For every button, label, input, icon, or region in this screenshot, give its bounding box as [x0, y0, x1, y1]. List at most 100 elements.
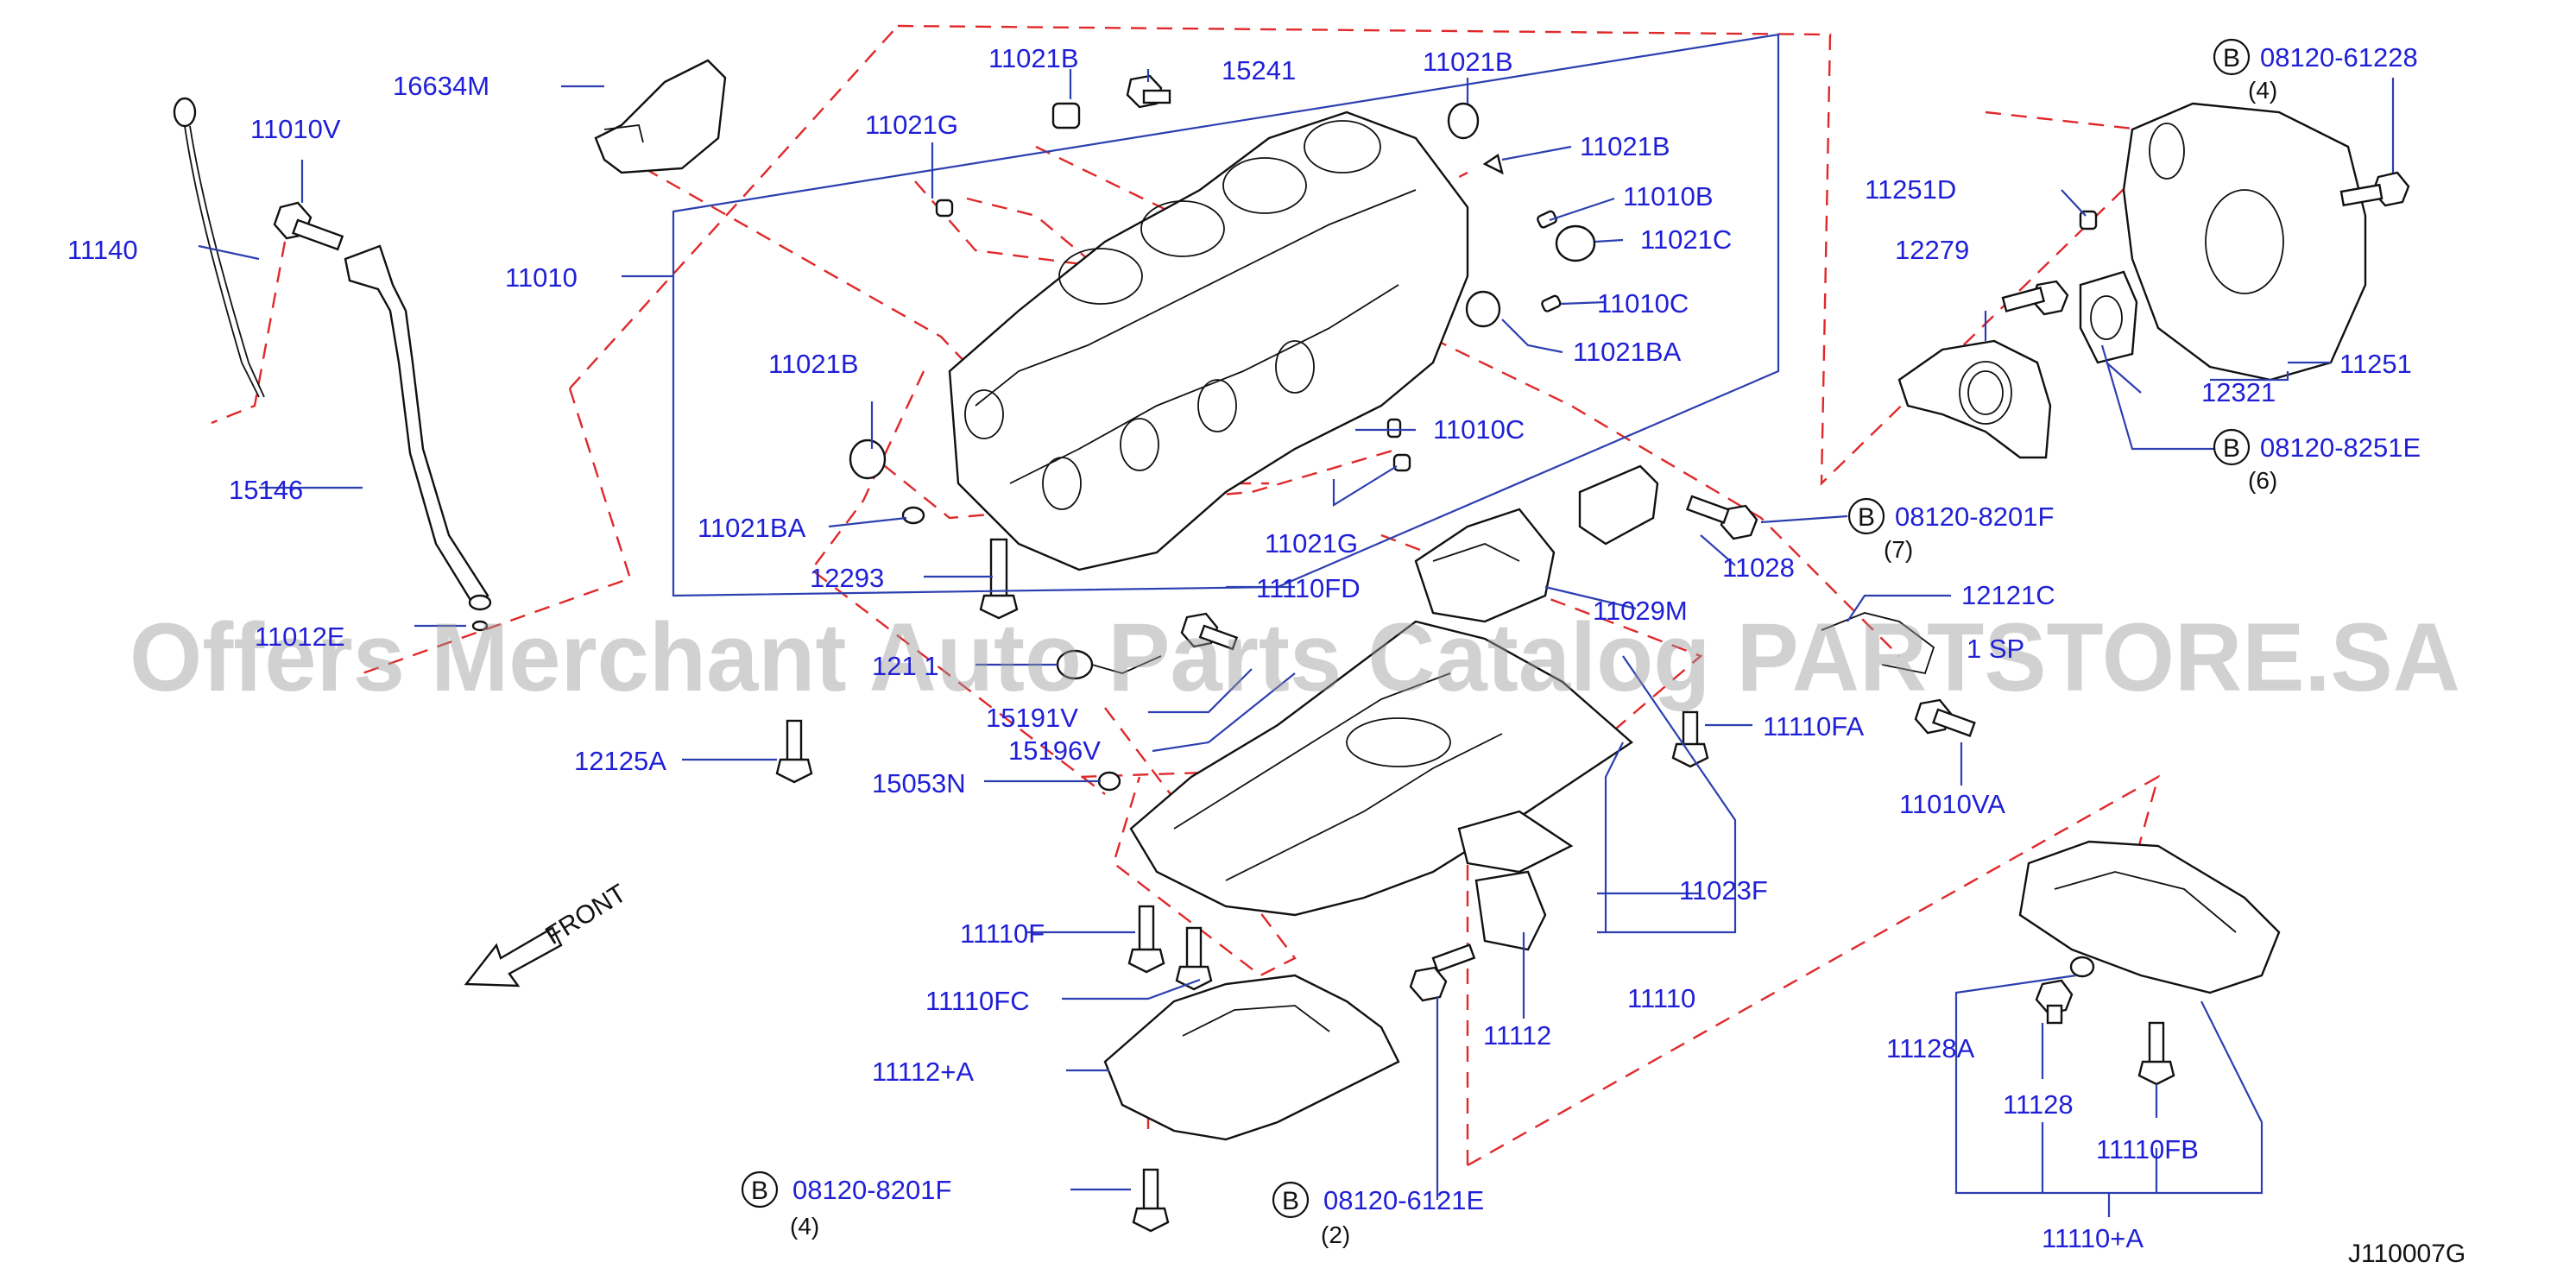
label-15146: 15146: [229, 475, 303, 505]
label-11110FA: 11110FA: [1763, 711, 1865, 741]
watermark-text: Offers Merchant Auto Parts Catalog PARTS…: [129, 603, 2460, 711]
label-1-SP-partial: 1 SP: [1967, 634, 2024, 664]
label-11010: 11010: [505, 262, 578, 293]
label-11140: 11140: [67, 235, 138, 265]
label-11021C: 11021C: [1640, 224, 1732, 255]
label-11021G-m: 11021G: [1265, 528, 1358, 558]
label-11251: 11251: [2339, 349, 2412, 379]
label-11112: 11112: [1483, 1020, 1551, 1051]
label-11021B-l: 11021B: [768, 349, 859, 379]
bolt-qty-8201F-4: (4): [790, 1213, 819, 1240]
bolt-retainer-part: [2001, 280, 2069, 316]
bolt-number-8251E: 08120-8251E: [2260, 432, 2421, 463]
bolt-callout-8201F-4: B 08120-8201F (4): [741, 1171, 951, 1240]
bolt-callout-61228: B 08120-61228 (4): [2213, 38, 2418, 104]
dipstick-tube-part: [344, 244, 492, 632]
b-symbol-circle: [2213, 38, 2251, 76]
label-11021BA-l: 11021BA: [698, 513, 806, 543]
bolt-qty-8251E: (6): [2248, 467, 2277, 494]
label-11010VA: 11010VA: [1899, 789, 2005, 819]
leader-lines: [198, 33, 2395, 1217]
strainer-part: [1056, 649, 1162, 792]
o-ring-12121C-part: [1821, 612, 1935, 675]
bolt-11010V-part: [273, 201, 344, 251]
drain-plug-part: [2035, 956, 2095, 1025]
label-15241: 15241: [1222, 55, 1296, 85]
bolt-11110FB-part: [2137, 1021, 2175, 1086]
rear-plate-part: [2122, 102, 2367, 382]
bolt-callouts: B 08120-61228 (4) B 08120-8251E (6) B 08…: [741, 38, 2421, 1248]
label-11112A: 11112+A: [872, 1057, 974, 1087]
label-11029M: 11029M: [1593, 596, 1688, 626]
label-16634M: 16634M: [393, 71, 489, 101]
heat-shield-part: [594, 59, 727, 174]
front-label: FRONT: [540, 879, 631, 950]
label-11010B: 11010B: [1623, 181, 1714, 211]
label-11012E: 11012E: [255, 622, 345, 652]
b-symbol: B: [1858, 503, 1875, 532]
b-symbol: B: [2223, 434, 2240, 463]
bolt-12293-part: [979, 538, 1019, 620]
label-11110A: 11110+A: [2042, 1223, 2144, 1253]
b-symbol-circle: [1272, 1181, 1310, 1219]
bracket-11028-part: [1578, 464, 1659, 546]
label-11110FB: 11110FB: [2096, 1134, 2199, 1164]
label-11110F: 11110F: [960, 918, 1045, 949]
baffle-plate-part: [1103, 974, 1400, 1141]
rear-seal-retainer-part: [1897, 339, 2052, 459]
label-12121C: 12121C: [1961, 580, 2055, 610]
label-11021B-top2: 11021B: [1423, 47, 1513, 77]
bolt-callout-8201F-7: B 08120-8201F (7): [1847, 497, 2054, 563]
label-11023F: 11023F: [1679, 875, 1768, 906]
bolt-callout-8251E: B 08120-8251E (6): [2213, 428, 2421, 494]
label-11021G-top: 11021G: [865, 110, 958, 140]
label-11010V: 11010V: [250, 114, 341, 144]
label-12293: 12293: [810, 563, 884, 593]
label-12321: 12321: [2201, 377, 2276, 407]
label-11110: 11110: [1627, 983, 1695, 1013]
label-11110FC: 11110FC: [925, 986, 1030, 1016]
label-11021B-top: 11021B: [988, 43, 1079, 73]
front-arrow-icon: [464, 926, 563, 988]
oil-pan-upper-part: [1129, 620, 1633, 917]
bolt-number-8201F-4: 08120-8201F: [792, 1175, 951, 1205]
plate-11112-part: [1474, 870, 1547, 951]
bolt-8201F-7-part: [1685, 495, 1758, 540]
label-11010C-m: 11010C: [1433, 414, 1525, 445]
label-15196V: 15196V: [1008, 735, 1101, 766]
label-15191V: 15191V: [986, 703, 1078, 733]
bolt-61228-part: [2339, 171, 2410, 207]
gasket-11023F-part: [1457, 810, 1574, 874]
label-12279: 12279: [1895, 235, 1969, 265]
oil-pan-lower-part: [2018, 840, 2281, 994]
label-11128: 11128: [2003, 1089, 2074, 1120]
b-symbol: B: [1282, 1187, 1299, 1215]
gasket-12321-part: [2079, 270, 2138, 364]
label-12125A: 12125A: [574, 746, 666, 776]
b-symbol-circle: [1847, 497, 1885, 535]
bolt-number-6121E: 08120-6121E: [1323, 1185, 1484, 1215]
label-11028: 11028: [1722, 552, 1795, 583]
baffle-part: [1414, 508, 1556, 623]
label-11021B-r1: 11021B: [1580, 131, 1670, 161]
b-symbol: B: [751, 1177, 768, 1205]
bolt-15241-part: [1126, 74, 1171, 109]
plugs-group: [849, 102, 1596, 525]
bolt-qty-8201F-7: (7): [1884, 536, 1913, 563]
pan-bolts-group: [775, 612, 1976, 1233]
label-11128A: 11128A: [1886, 1033, 1975, 1063]
b-symbol-circle: [741, 1171, 779, 1208]
b-symbol: B: [2223, 44, 2240, 73]
label-12121-partial: 121 1: [872, 651, 939, 681]
bolt-number-61228: 08120-61228: [2260, 42, 2418, 73]
label-15053N: 15053N: [872, 768, 966, 798]
label-11251D: 11251D: [1865, 174, 1956, 205]
cylinder-block-part: [948, 110, 1469, 571]
diagram-code: J110007G: [2348, 1240, 2466, 1268]
label-11010C-r: 11010C: [1597, 288, 1689, 319]
label-11021BA-r: 11021BA: [1573, 337, 1682, 367]
b-symbol-circle: [2213, 428, 2251, 466]
bolt-6121E-part: [1409, 943, 1476, 1002]
dipstick-part: [173, 97, 265, 398]
